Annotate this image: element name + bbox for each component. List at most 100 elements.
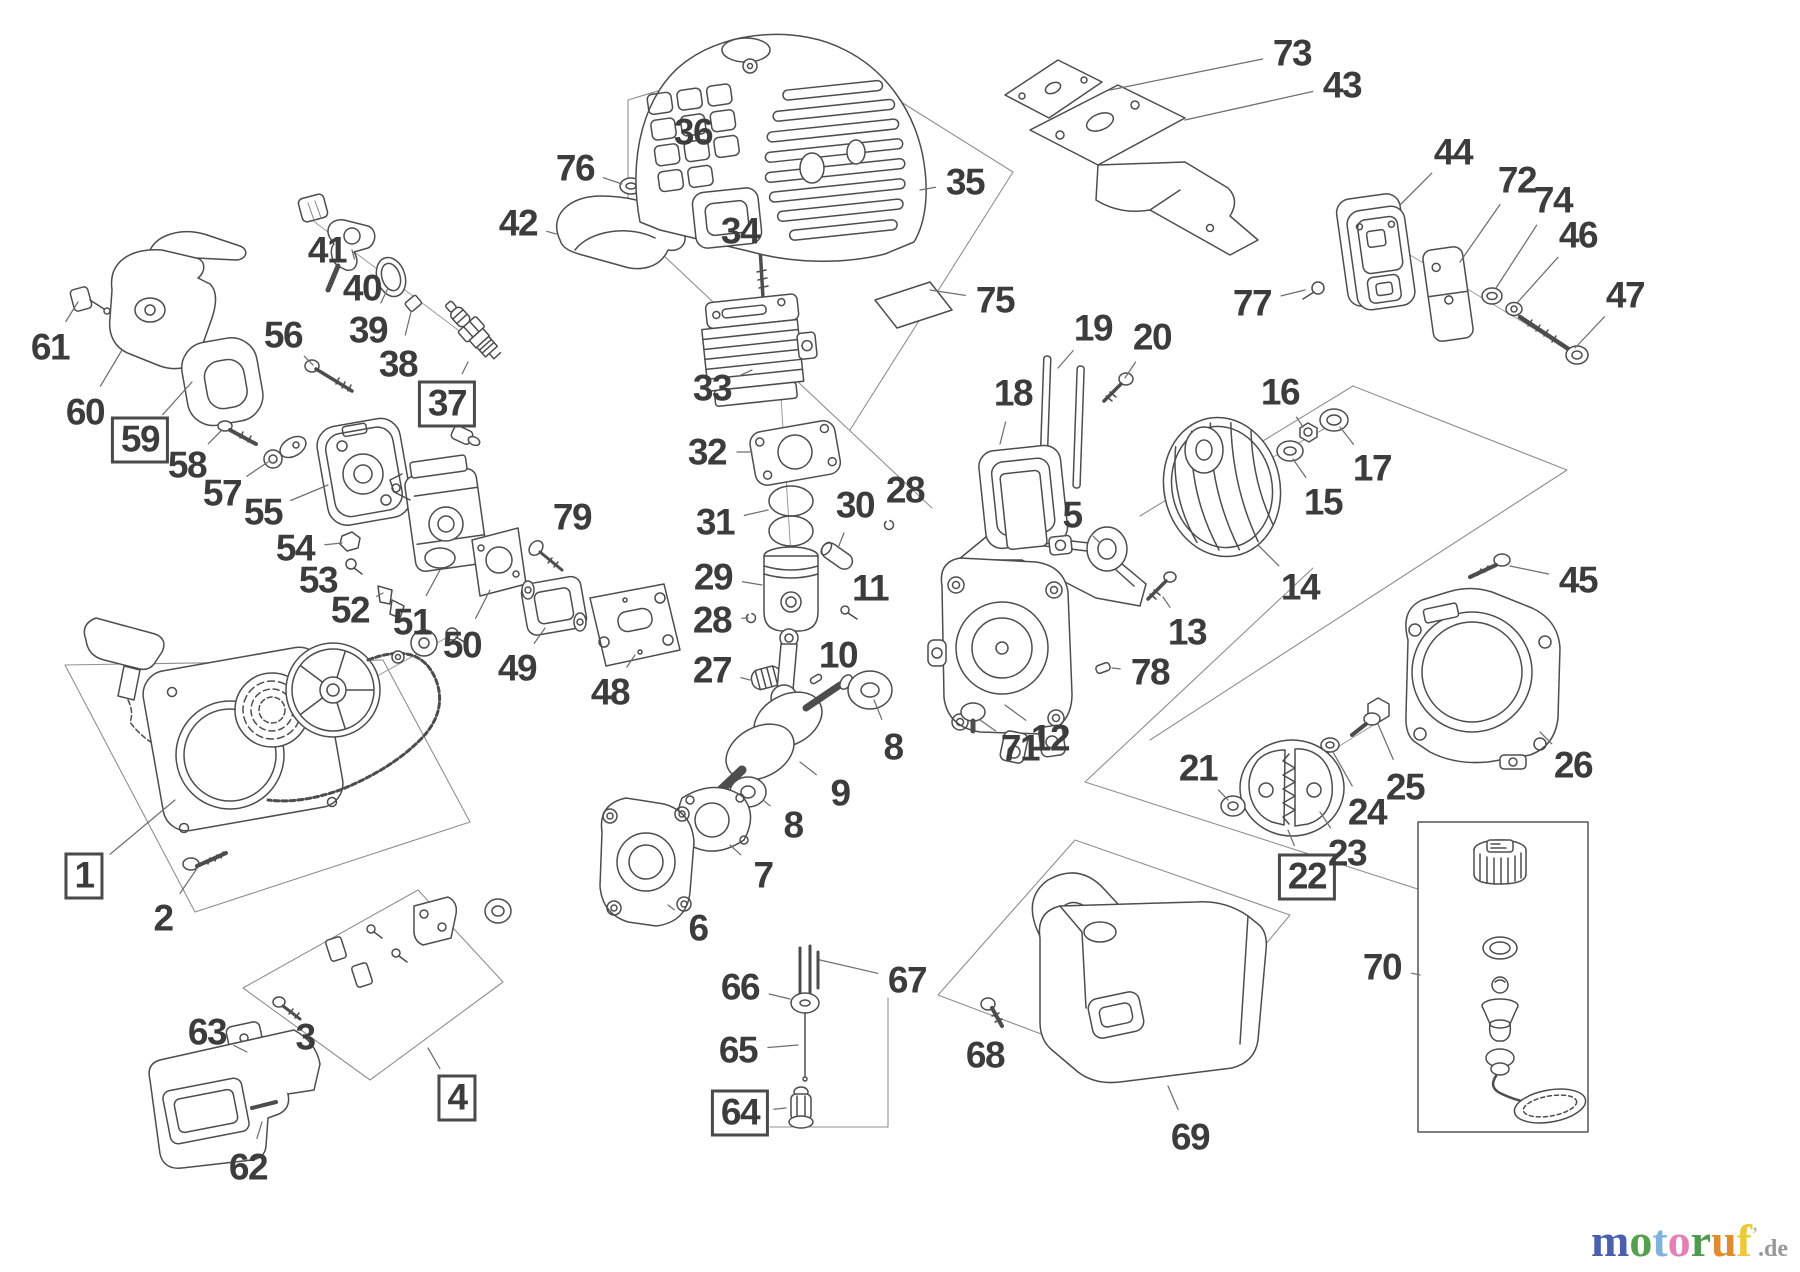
callout-39: 39 <box>348 309 389 351</box>
callout-24: 24 <box>1347 791 1388 833</box>
callout-34: 34 <box>720 210 761 252</box>
callout-14: 14 <box>1280 566 1321 608</box>
callout-7: 7 <box>753 854 774 896</box>
callout-1: 1 <box>64 852 104 900</box>
callout-2: 2 <box>153 897 174 939</box>
callout-21: 21 <box>1178 747 1219 789</box>
callout-3: 3 <box>295 1016 316 1058</box>
callout-37: 37 <box>417 380 477 428</box>
logo-letter: r <box>1690 1215 1712 1266</box>
callout-69: 69 <box>1170 1116 1211 1158</box>
callout-9: 9 <box>830 772 851 814</box>
callout-33: 33 <box>692 367 733 409</box>
callout-53: 53 <box>298 559 339 601</box>
callout-63: 63 <box>187 1011 228 1053</box>
callout-42: 42 <box>498 202 539 244</box>
callout-6: 6 <box>688 907 709 949</box>
callout-70: 70 <box>1362 946 1403 988</box>
cylinder-piston-crank-drawing <box>687 293 895 823</box>
callout-65: 65 <box>718 1029 759 1071</box>
callout-66: 66 <box>720 966 761 1008</box>
callout-52: 52 <box>330 589 371 631</box>
fuel-cap-assembly-drawing <box>1417 821 1589 1133</box>
callout-55: 55 <box>243 491 284 533</box>
callout-25: 25 <box>1385 766 1426 808</box>
callout-16: 16 <box>1260 371 1301 413</box>
logo-letter: o <box>1629 1215 1653 1266</box>
spark-plug-drawing <box>297 193 502 360</box>
leader-lines <box>65 58 1606 1140</box>
callout-38: 38 <box>378 343 419 385</box>
logo-letter: f <box>1736 1215 1752 1266</box>
logo-mark: ’ <box>1752 1223 1758 1244</box>
callout-77: 77 <box>1232 282 1273 324</box>
callout-59: 59 <box>110 416 170 464</box>
callout-56: 56 <box>263 314 304 356</box>
mount-kit-drawing <box>325 896 512 988</box>
ignition-coil-drawing <box>978 355 1134 556</box>
callout-40: 40 <box>342 267 383 309</box>
callout-12: 12 <box>1030 717 1071 759</box>
fuel-system-drawing <box>788 872 1268 1129</box>
callout-5: 5 <box>1062 494 1083 536</box>
callout-20: 20 <box>1132 316 1173 358</box>
callout-67: 67 <box>887 959 928 1001</box>
callout-11: 11 <box>851 567 890 609</box>
callout-74: 74 <box>1533 179 1574 221</box>
callout-49: 49 <box>497 647 538 689</box>
callout-57: 57 <box>202 472 243 514</box>
motoruf-logo: motoruf’.de <box>1591 1218 1788 1264</box>
callout-47: 47 <box>1605 274 1646 316</box>
callout-62: 62 <box>228 1146 269 1188</box>
callout-10: 10 <box>818 634 859 676</box>
callout-72: 72 <box>1497 159 1538 201</box>
callout-31: 31 <box>695 501 736 543</box>
callout-4: 4 <box>437 1074 477 1122</box>
callout-27: 27 <box>692 649 733 691</box>
callout-71: 71 <box>1000 727 1041 769</box>
logo-letter: m <box>1591 1215 1630 1266</box>
callout-79: 79 <box>552 496 593 538</box>
crankcase-right-drawing <box>927 526 1177 764</box>
callout-22: 22 <box>1277 853 1337 901</box>
callout-48: 48 <box>590 671 631 713</box>
callout-75: 75 <box>975 279 1016 321</box>
callout-29: 29 <box>693 556 734 598</box>
logo-tld: .de <box>1758 1236 1788 1262</box>
callout-23: 23 <box>1327 832 1368 874</box>
recoil-starter-drawing <box>83 617 467 871</box>
carburetor-drawing <box>389 424 681 667</box>
callout-68: 68 <box>965 1034 1006 1076</box>
callout-54: 54 <box>275 527 316 569</box>
callout-36: 36 <box>673 111 714 153</box>
callout-58: 58 <box>167 444 208 486</box>
callout-32: 32 <box>687 431 728 473</box>
callout-41: 41 <box>307 229 348 271</box>
callout-30: 30 <box>835 484 876 526</box>
callout-28: 28 <box>885 469 926 511</box>
callout-19: 19 <box>1073 307 1114 349</box>
callout-73: 73 <box>1272 32 1313 74</box>
callout-44: 44 <box>1433 131 1474 173</box>
callout-51: 51 <box>392 601 433 643</box>
callout-50: 50 <box>442 624 483 666</box>
callout-13: 13 <box>1167 611 1208 653</box>
callout-60: 60 <box>65 391 106 433</box>
guard-drawing <box>148 996 321 1169</box>
logo-letter: t <box>1652 1215 1668 1266</box>
callout-45: 45 <box>1558 559 1599 601</box>
air-filter-drawing <box>69 231 412 619</box>
callout-61: 61 <box>30 326 71 368</box>
crankcase-left-drawing <box>599 786 752 927</box>
callout-28: 28 <box>692 599 733 641</box>
callout-35: 35 <box>945 161 986 203</box>
callout-17: 17 <box>1352 447 1393 489</box>
callout-64: 64 <box>710 1089 770 1137</box>
callout-46: 46 <box>1558 214 1599 256</box>
flywheel-drawing <box>1162 408 1349 558</box>
callout-43: 43 <box>1322 64 1363 106</box>
logo-letter: u <box>1711 1215 1737 1266</box>
